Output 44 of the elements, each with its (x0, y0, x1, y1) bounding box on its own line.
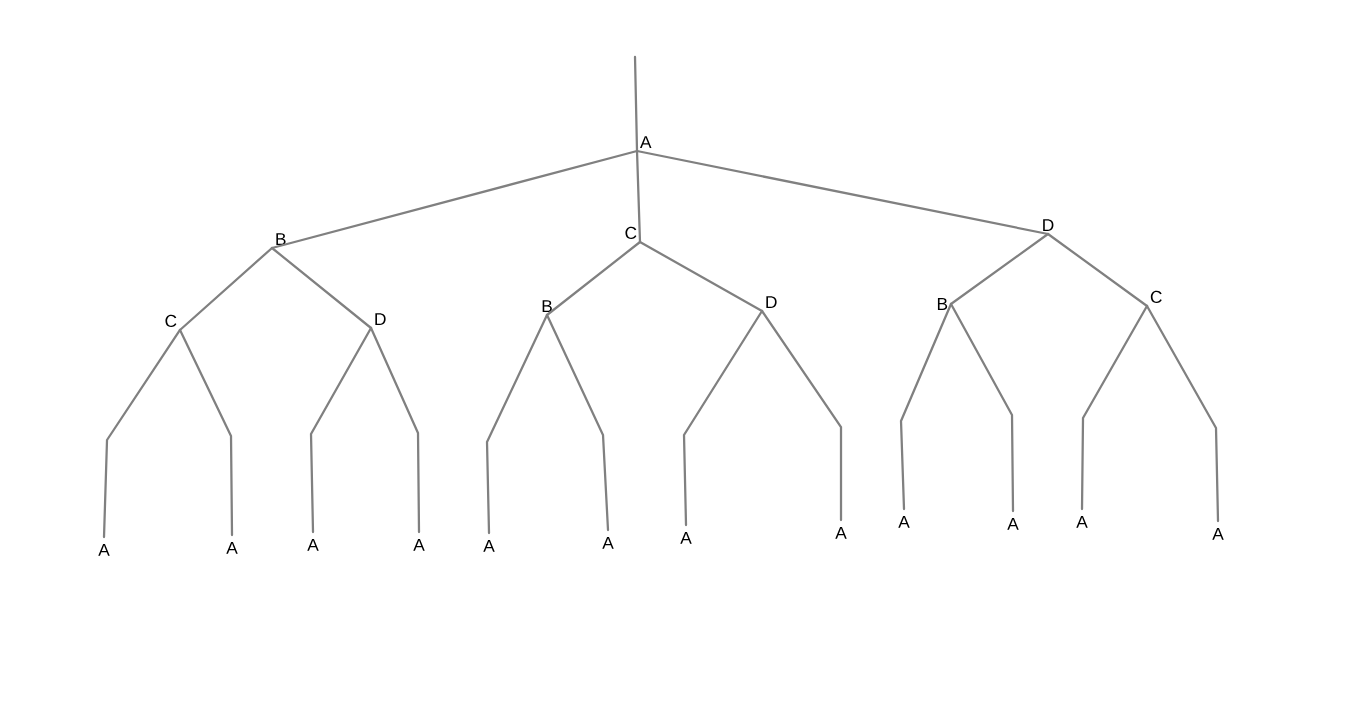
tree-label: D (1043, 219, 1054, 232)
tree-label: B (276, 233, 286, 246)
tree-label: D (375, 313, 386, 326)
branch-line (309, 326, 373, 534)
branch-line (102, 328, 182, 539)
branch-line (949, 302, 1015, 513)
branch-line (635, 149, 642, 244)
branch-line (1046, 232, 1149, 308)
branch-line (545, 240, 642, 317)
branch-line (178, 246, 274, 332)
tree-label: A (1076, 515, 1088, 528)
branch-line (633, 55, 639, 153)
branch-line (899, 302, 953, 511)
branch-line (638, 240, 764, 313)
tree-label: C (1150, 290, 1162, 304)
tree-label: A (680, 531, 692, 544)
tree-label: A (483, 539, 495, 552)
tree-label: C (625, 226, 637, 240)
branch-line (369, 326, 421, 534)
branch-line (178, 328, 234, 537)
tree-label: B (542, 300, 552, 313)
tree-label: A (602, 536, 614, 549)
branch-line (949, 232, 1050, 306)
tree-label: A (1212, 527, 1224, 540)
tree-label: A (413, 538, 425, 551)
tree-label: B (937, 298, 948, 310)
branch-line (635, 149, 1050, 236)
branch-line (682, 309, 764, 527)
tree-label: A (1007, 517, 1019, 530)
tree-label: C (165, 314, 177, 328)
branch-line (545, 313, 610, 532)
tree-label: D (766, 296, 777, 309)
tree-label: A (226, 541, 238, 554)
branch-line (485, 313, 549, 535)
branch-line (270, 149, 639, 250)
tree-label: A (307, 538, 319, 551)
branch-line (760, 309, 843, 522)
tree-label: A (835, 526, 847, 539)
tree-label: A (898, 515, 910, 528)
branch-line (1080, 304, 1149, 511)
branch-line (270, 246, 373, 330)
branch-line (1145, 304, 1220, 523)
tree-label: A (640, 136, 652, 149)
tree-label: A (98, 543, 110, 556)
